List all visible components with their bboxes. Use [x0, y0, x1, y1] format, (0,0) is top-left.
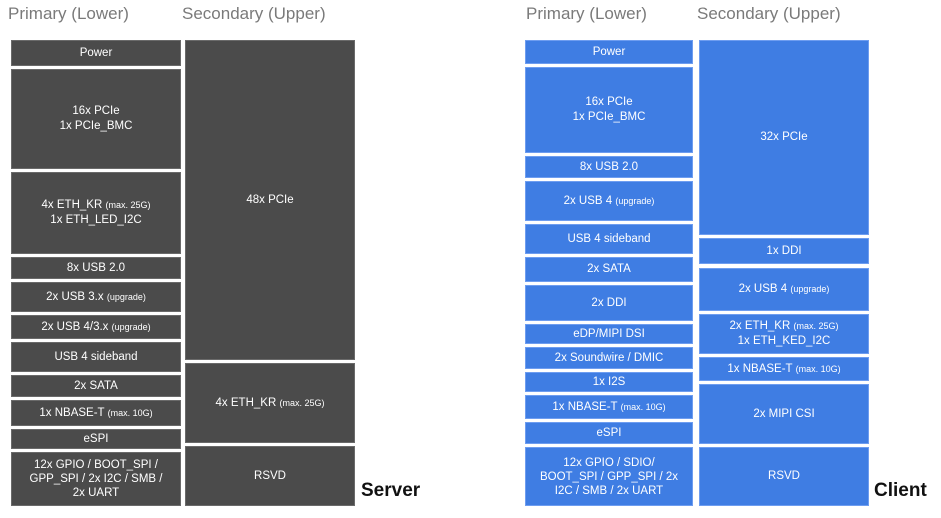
client-sata-block: 2x SATA [525, 257, 693, 282]
server-4x-eth-kr-block: 4x ETH_KR (max. 25G) [185, 363, 355, 443]
client-espi-block: eSPI [525, 422, 693, 444]
server-eth-kr-block: 4x ETH_KR (max. 25G)1x ETH_LED_I2C [11, 172, 181, 254]
client-gpio-block: 12x GPIO / SDIO/ BOOT_SPI / GPP_SPI / 2x… [525, 447, 693, 506]
server-pcie-block: 16x PCIe 1x PCIe_BMC [11, 69, 181, 169]
client-32x-pcie-block: 32x PCIe [699, 40, 869, 235]
client-usb4-block: 2x USB 4 (upgrade) [525, 181, 693, 221]
client-power-block: Power [525, 40, 693, 64]
server-primary-header: Primary (Lower) [8, 4, 129, 23]
server-gpio-block: 12x GPIO / BOOT_SPI / GPP_SPI / 2x I2C /… [11, 452, 181, 506]
client-pcie-block: 16x PCIe 1x PCIe_BMC [525, 67, 693, 153]
server-power-block: Power [11, 40, 181, 66]
client-secondary-header: Secondary (Upper) [697, 4, 841, 23]
server-nbaset-block: 1x NBASE-T (max. 10G) [11, 400, 181, 426]
client-usb2-block: 8x USB 2.0 [525, 156, 693, 178]
server-rsvd-block: RSVD [185, 446, 355, 506]
client-label: Client [874, 480, 927, 501]
client-usb4-sideband-block: USB 4 sideband [525, 224, 693, 254]
client-soundwire-block: 2x Soundwire / DMIC [525, 347, 693, 369]
server-sata-block: 2x SATA [11, 375, 181, 397]
client-nbaset-secondary-block: 1x NBASE-T (max. 10G) [699, 357, 869, 381]
client-primary-header: Primary (Lower) [526, 4, 647, 23]
client-eth-kr-block: 2x ETH_KR (max. 25G)1x ETH_KED_I2C [699, 314, 869, 354]
server-espi-block: eSPI [11, 429, 181, 449]
server-usb4-block: 2x USB 4/3.x (upgrade) [11, 315, 181, 339]
server-label: Server [361, 480, 421, 501]
client-nbaset-block: 1x NBASE-T (max. 10G) [525, 395, 693, 419]
server-usb4-sideband-block: USB 4 sideband [11, 342, 181, 372]
client-usb4-secondary-block: 2x USB 4 (upgrade) [699, 268, 869, 311]
server-48x-pcie-block: 48x PCIe [185, 40, 355, 360]
server-usb3-block: 2x USB 3.x (upgrade) [11, 282, 181, 312]
client-edp-block: eDP/MIPI DSI [525, 324, 693, 344]
client-ddi-secondary-block: 1x DDI [699, 238, 869, 264]
server-usb2-block: 8x USB 2.0 [11, 257, 181, 279]
client-ddi-block: 2x DDI [525, 285, 693, 321]
client-rsvd-block: RSVD [699, 447, 869, 506]
server-secondary-header: Secondary (Upper) [182, 4, 326, 23]
client-i2s-block: 1x I2S [525, 372, 693, 392]
client-mipi-csi-block: 2x MIPI CSI [699, 384, 869, 444]
